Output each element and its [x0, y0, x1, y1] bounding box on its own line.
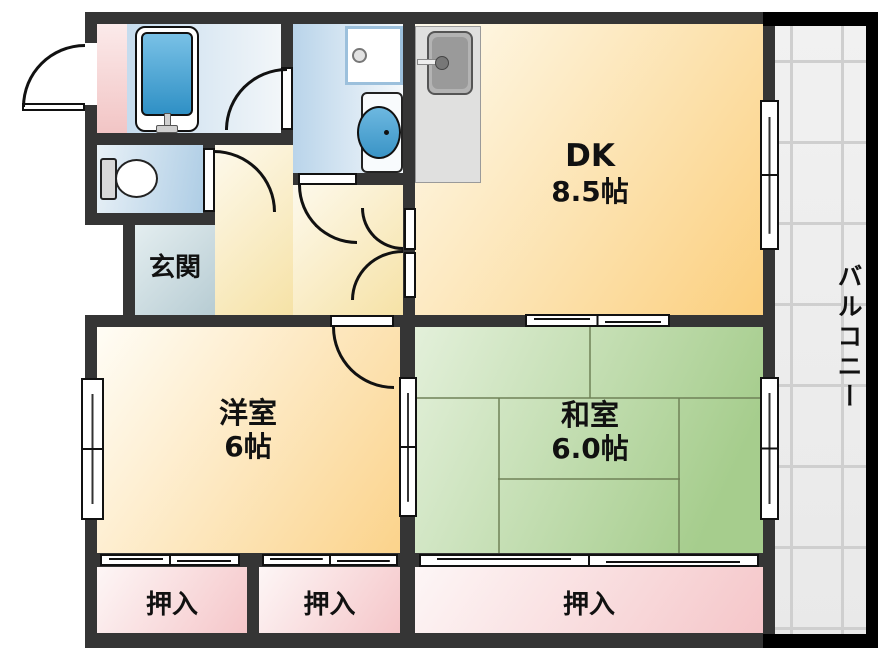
bathtub-basin [141, 32, 193, 116]
service-door-opening [85, 43, 97, 105]
bath-faucet-base [156, 125, 178, 133]
genkan-area [135, 225, 215, 315]
genkan-label: 玄関 [148, 253, 201, 283]
western-room-size: 6帖 [224, 430, 272, 464]
toilet-icon [115, 159, 158, 198]
sliding-window-icon [760, 377, 779, 520]
closet-1 [97, 567, 247, 633]
western-room-label: 洋室 6帖 [123, 396, 373, 463]
closet-2 [259, 567, 400, 633]
closet-sliding-door-icon [100, 554, 240, 566]
closet-sliding-door-icon [419, 554, 759, 567]
dk-door-lower-leaf [404, 252, 416, 298]
tatami-line [678, 398, 680, 553]
sliding-window-icon [81, 378, 104, 520]
sliding-door-icon [525, 314, 670, 327]
western-room-name: 洋室 [218, 396, 277, 430]
dk-name: DK [565, 138, 615, 174]
japanese-room-size: 6.0帖 [551, 432, 629, 466]
closet-1-label: 押入 [145, 590, 198, 620]
japanese-room-label: 和室 6.0帖 [465, 398, 715, 465]
closet-sliding-door-icon [262, 554, 398, 566]
washing-machine-drain [352, 48, 367, 63]
kitchen-faucet-icon [435, 56, 449, 70]
sliding-door-icon [399, 377, 417, 517]
closet-3 [415, 567, 763, 633]
entry-door-swing-icon [22, 44, 85, 107]
washbasin-drain [384, 130, 389, 135]
western-room-door-leaf [330, 315, 394, 327]
balcony-floor [775, 26, 866, 634]
tatami-line [498, 478, 680, 480]
sliding-window-icon [760, 100, 779, 250]
bath-side-strip [97, 24, 127, 133]
washroom-door-leaf [298, 173, 357, 185]
tatami-line [589, 327, 591, 398]
balcony-label: バルコニー [834, 263, 863, 413]
washbasin-icon [357, 106, 401, 159]
kitchen-faucet-handle [417, 59, 437, 65]
tatami-line [498, 398, 500, 553]
entry-porch-recess [85, 225, 123, 315]
japanese-room-name: 和室 [560, 398, 619, 432]
tatami-line [415, 397, 763, 399]
dk-size: 8.5帖 [551, 174, 629, 208]
dk-room-label: DK 8.5帖 [465, 138, 715, 208]
closet-2-label: 押入 [303, 590, 356, 620]
closet-3-label: 押入 [562, 590, 615, 620]
dk-door-upper-leaf [404, 208, 416, 250]
